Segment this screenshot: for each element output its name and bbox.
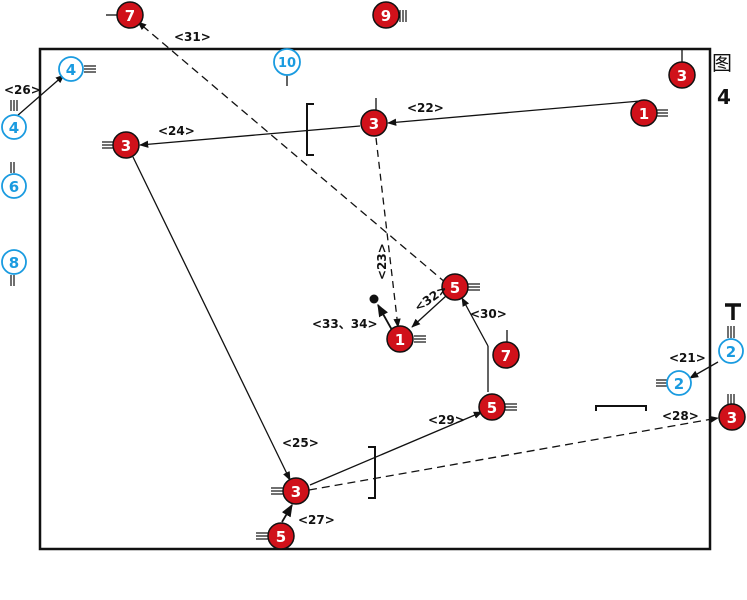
ticks-r5right xyxy=(505,403,517,411)
ticks-b2in xyxy=(656,379,668,387)
ticks-b6 xyxy=(10,162,15,173)
label-31: <31> xyxy=(174,30,211,44)
svg-text:2: 2 xyxy=(674,375,684,393)
path-30-cut xyxy=(461,297,489,347)
svg-text:4: 4 xyxy=(9,119,19,137)
label-25: <25> xyxy=(282,436,319,450)
path-31-pass xyxy=(137,21,447,284)
path-26-cut xyxy=(16,74,65,117)
red-player-1-topright: 1 xyxy=(630,99,658,127)
svg-text:2: 2 xyxy=(726,343,736,361)
svg-text:1: 1 xyxy=(395,331,405,349)
svg-text:10: 10 xyxy=(278,56,296,71)
label-33-34: <33、34> xyxy=(312,317,378,331)
ticks-r3left xyxy=(102,141,114,149)
screen-mark-bottom xyxy=(368,446,376,499)
tee-mark-icon xyxy=(725,303,741,320)
red-player-5-bottom: 5 xyxy=(267,522,295,550)
red-player-3-bottom: 3 xyxy=(282,477,310,505)
screen-mark-mid xyxy=(306,103,314,156)
path-29-pass xyxy=(309,411,483,486)
figure-number: 4 xyxy=(717,85,731,109)
figure-char: 图 xyxy=(712,51,732,75)
ticks-r5center xyxy=(468,283,480,291)
blue-player-4-inside: 4 xyxy=(58,56,84,82)
red-player-1-center: 1 xyxy=(386,325,414,353)
label-27: <27> xyxy=(298,513,335,527)
movement-lines xyxy=(16,14,719,523)
svg-text:3: 3 xyxy=(291,483,301,501)
step-labels: <21> <22> <23> <24> <25> <26> <27> <28> … xyxy=(4,30,706,527)
blue-player-10: 10 xyxy=(273,48,301,76)
svg-text:5: 5 xyxy=(450,279,460,297)
red-player-3-left: 3 xyxy=(112,131,140,159)
red-players: 7 9 3 1 3 3 5 1 7 5 3 3 5 xyxy=(112,1,746,550)
svg-text:7: 7 xyxy=(501,347,511,365)
court-boundary xyxy=(38,47,712,551)
screen-mark-right xyxy=(595,405,647,411)
label-22: <22> xyxy=(407,101,444,115)
path-27-cut xyxy=(281,503,293,523)
blue-player-2-inside: 2 xyxy=(666,370,692,396)
blue-player-4-outside: 4 xyxy=(1,114,27,140)
svg-text:3: 3 xyxy=(727,409,737,427)
blue-player-8: 8 xyxy=(1,249,27,275)
ticks-r1tr xyxy=(656,109,668,117)
label-30: <30> xyxy=(470,307,507,321)
ticks-b2out xyxy=(727,326,735,338)
label-26: <26> xyxy=(4,83,41,97)
screen-marks xyxy=(306,103,647,499)
ticks-r1center xyxy=(414,335,426,343)
ball-dot xyxy=(369,294,379,304)
path-25-cut xyxy=(132,156,291,481)
red-player-3-topright: 3 xyxy=(668,61,696,89)
blue-player-2-outside: 2 xyxy=(718,338,744,364)
ticks-r3bottom xyxy=(271,487,283,495)
svg-text:3: 3 xyxy=(677,67,687,85)
svg-text:8: 8 xyxy=(9,254,19,272)
blue-players: 4 4 10 6 8 2 2 xyxy=(1,48,744,396)
red-player-7-top: 7 xyxy=(116,1,144,29)
red-player-9-top: 9 xyxy=(372,1,400,29)
blue-player-6: 6 xyxy=(1,173,27,199)
path-33-dribble xyxy=(377,303,393,331)
svg-text:7: 7 xyxy=(125,7,135,25)
path-21-cut xyxy=(689,361,719,379)
path-32-pass xyxy=(411,295,447,328)
label-23: <23> xyxy=(375,243,389,280)
ticks-b4in xyxy=(84,65,96,73)
svg-text:5: 5 xyxy=(276,528,286,546)
path-23-pass xyxy=(375,137,401,328)
svg-text:3: 3 xyxy=(369,115,379,133)
ticks-r3right xyxy=(727,394,735,405)
label-24: <24> xyxy=(158,124,195,138)
label-29: <29> xyxy=(428,413,465,427)
label-21: <21> xyxy=(669,351,706,365)
red-player-7-right: 7 xyxy=(492,341,520,369)
facing-ticks xyxy=(10,10,735,540)
svg-text:4: 4 xyxy=(66,61,76,79)
ticks-r9 xyxy=(399,10,407,22)
svg-text:6: 6 xyxy=(9,178,19,196)
path-28-pass xyxy=(308,415,719,491)
red-player-5-center: 5 xyxy=(441,273,469,301)
ticks-b4out xyxy=(10,100,18,111)
red-player-3-right: 3 xyxy=(718,403,746,431)
ticks-b8 xyxy=(10,275,15,286)
red-player-3-mid: 3 xyxy=(360,109,388,137)
svg-text:3: 3 xyxy=(121,137,131,155)
svg-text:1: 1 xyxy=(639,105,649,123)
svg-text:9: 9 xyxy=(381,7,391,25)
path-24-pass xyxy=(139,125,361,148)
label-28: <28> xyxy=(662,409,699,423)
svg-text:5: 5 xyxy=(487,399,497,417)
path-22-cut xyxy=(387,100,641,126)
ticks-r5bottom xyxy=(256,532,268,540)
red-player-5-right: 5 xyxy=(478,393,506,421)
